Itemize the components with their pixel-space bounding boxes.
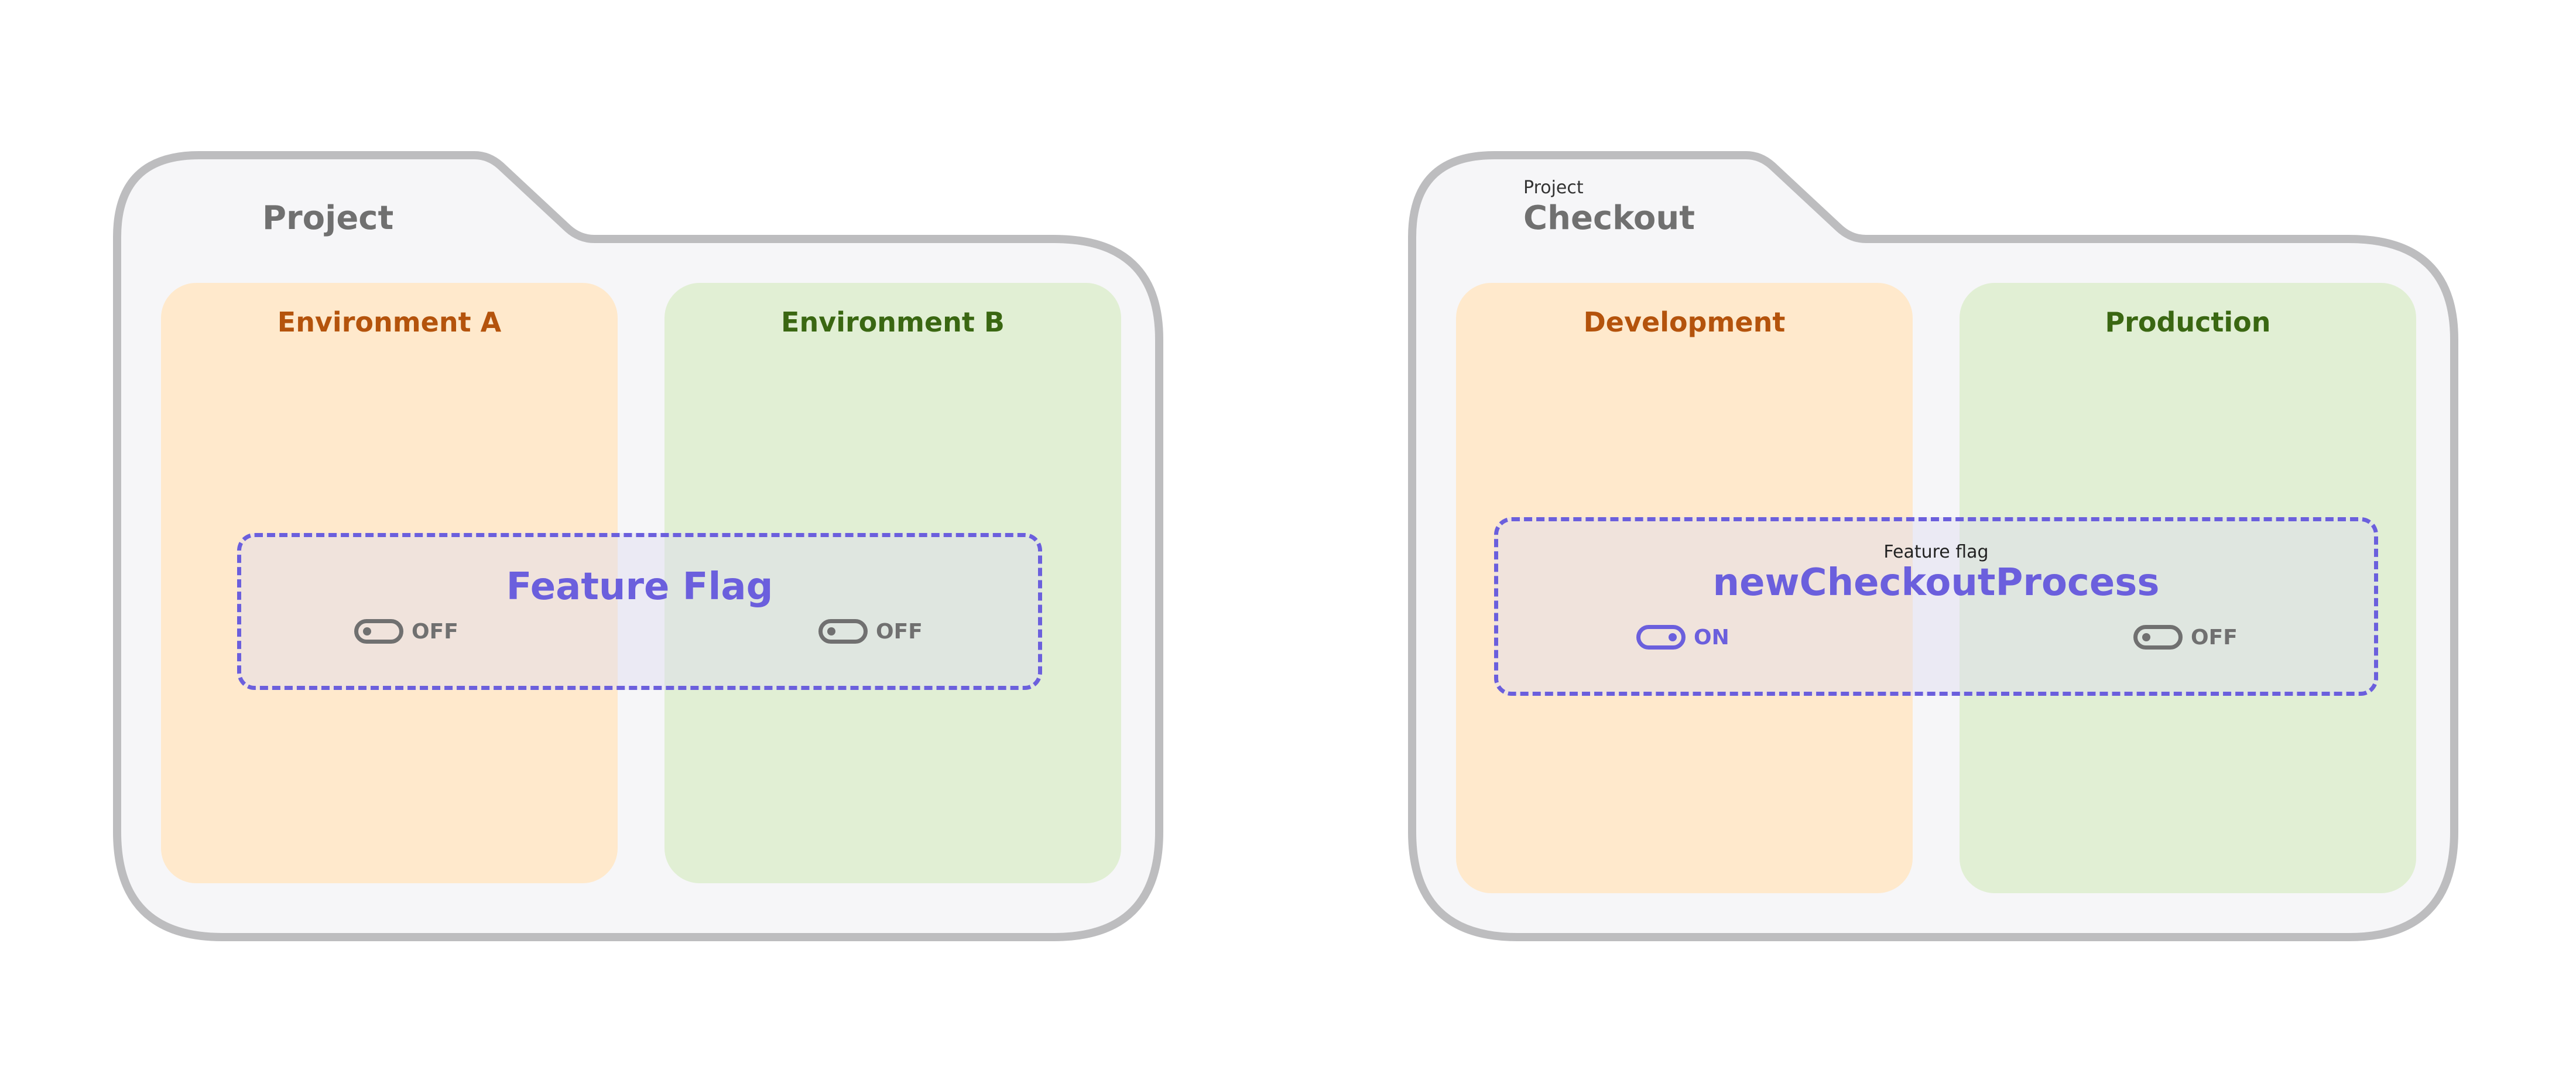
- project-title: Checkout: [1523, 199, 1695, 237]
- feature-flag-box: Feature Flag: [237, 533, 1042, 690]
- generic-project-diagram: Project Environment A Environment B Feat…: [113, 0, 1171, 1073]
- toggle-off-icon[interactable]: [2133, 625, 2183, 650]
- toggle-on-icon[interactable]: [1636, 625, 1686, 650]
- environment-b-panel: Environment B: [664, 283, 1121, 883]
- development-panel: Development: [1456, 283, 1913, 893]
- development-title: Development: [1583, 306, 1786, 338]
- feature-flag-name: Feature Flag: [506, 565, 773, 609]
- toggle-environment-a[interactable]: OFF: [354, 619, 458, 644]
- environment-a-title: Environment A: [277, 306, 502, 338]
- feature-flag-name: newCheckoutProcess: [1712, 561, 2160, 604]
- checkout-project-diagram: Project Checkout Development Production …: [1408, 0, 2466, 1073]
- toggle-state-label: OFF: [412, 619, 458, 644]
- project-title: Project: [262, 199, 394, 237]
- toggle-state-label: ON: [1694, 625, 1729, 650]
- toggle-knob: [363, 627, 371, 635]
- toggle-environment-b[interactable]: OFF: [818, 619, 923, 644]
- toggle-knob: [2142, 633, 2150, 641]
- toggle-development[interactable]: ON: [1636, 625, 1729, 650]
- toggle-off-icon[interactable]: [354, 619, 403, 644]
- toggle-state-label: OFF: [876, 619, 923, 644]
- toggle-knob: [1669, 633, 1677, 641]
- project-caption: Project: [1523, 177, 1584, 198]
- feature-flag-caption: Feature flag: [1883, 542, 1989, 562]
- production-panel: Production: [1960, 283, 2416, 893]
- environment-b-title: Environment B: [781, 306, 1005, 338]
- toggle-production[interactable]: OFF: [2133, 625, 2238, 650]
- toggle-state-label: OFF: [2191, 625, 2238, 650]
- toggle-off-icon[interactable]: [818, 619, 868, 644]
- production-title: Production: [2105, 306, 2271, 338]
- feature-flag-box: Feature flag newCheckoutProcess: [1494, 517, 2378, 696]
- toggle-knob: [827, 627, 835, 635]
